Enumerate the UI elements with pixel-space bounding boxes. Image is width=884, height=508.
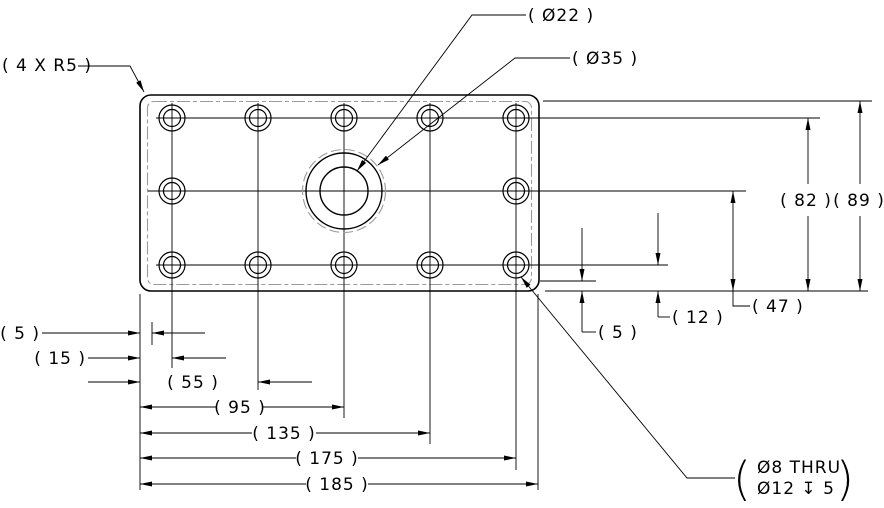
note-line-2: Ø12 ↧ 5: [757, 479, 835, 499]
dimension-lines-bottom: [42, 330, 538, 487]
dim-175-label: ( 175 ): [295, 449, 359, 469]
hole-top-5: [502, 104, 530, 132]
corner-radius-label: ( 4 X R5 ): [2, 56, 92, 76]
hole-bottom-4: [416, 251, 444, 279]
dimension-lines-right: [579, 101, 863, 333]
leader-dia35: [377, 57, 570, 166]
dimension-labels: ( 4 X R5 ) ( Ø22 ) ( Ø35 ) ( 5 ) ( 15 ) …: [0, 6, 884, 495]
note-close-paren: ): [836, 452, 854, 506]
dim-55-label: ( 55 ): [167, 373, 219, 393]
dim-5-left-label: ( 5 ): [0, 324, 40, 344]
dim-185-label: ( 185 ): [305, 475, 369, 495]
hole-callout-note: ( Ø8 THRU Ø12 ↧ 5 ): [733, 452, 854, 506]
hole-mid-left: [158, 177, 186, 205]
hole-bottom-3: [330, 251, 358, 279]
bolt-holes: [158, 104, 530, 279]
hole-mid-right: [502, 177, 530, 205]
hole-bottom-1: [158, 251, 186, 279]
leader-corner-radius: [78, 65, 145, 93]
dim-135-label: ( 135 ): [252, 424, 316, 444]
center-lines: [148, 103, 820, 470]
leader-hole-note: [520, 276, 735, 479]
dim-15-label: ( 15 ): [34, 349, 86, 369]
phantom-outline: [146, 100, 533, 286]
dim-5-bottom-label: ( 5 ): [598, 323, 638, 343]
leader-dia22: [356, 14, 526, 172]
dim-47-label: ( 47 ): [752, 297, 804, 317]
dim-89-label: ( 89 ): [833, 191, 884, 211]
dia35-label: ( Ø35 ): [572, 49, 638, 69]
hole-bottom-2: [244, 251, 272, 279]
center-bore: [301, 148, 387, 234]
note-open-paren: (: [733, 452, 751, 506]
hole-top-2: [244, 104, 272, 132]
hole-bottom-5: [502, 251, 530, 279]
extension-lines: [139, 100, 872, 490]
leader-lines: [78, 14, 735, 479]
hole-top-3: [330, 104, 358, 132]
dia22-label: ( Ø22 ): [528, 6, 594, 26]
plate-outline: [139, 94, 540, 292]
dim-82-label: ( 82 ): [780, 191, 832, 211]
dim-47-jog: [732, 291, 750, 307]
dim-12-label: ( 12 ): [672, 308, 724, 328]
note-line-1: Ø8 THRU: [757, 458, 841, 478]
dim-95-label: ( 95 ): [214, 398, 266, 418]
hole-top-1: [158, 104, 186, 132]
